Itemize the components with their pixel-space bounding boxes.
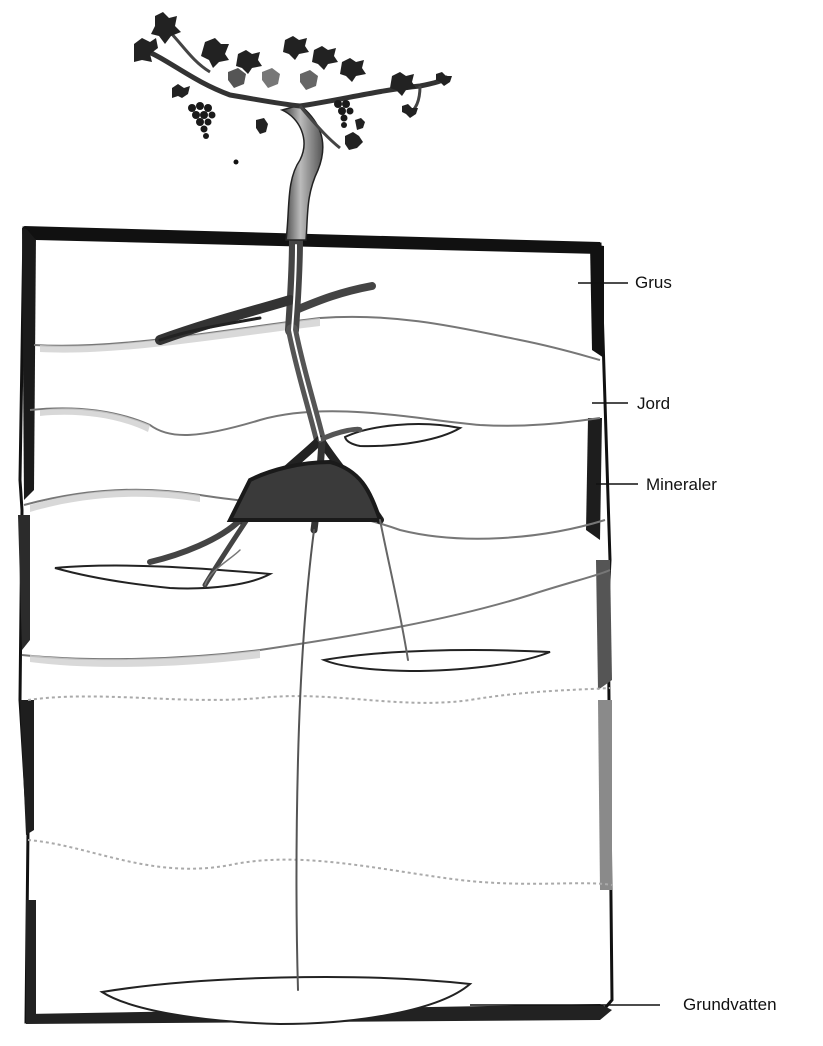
grus-label: Grus [635,273,672,292]
layer-labels: Grus Jord Mineraler Grundvatten [635,273,777,1014]
jord-label: Jord [637,394,670,413]
grundvatten-label: Grundvatten [683,995,777,1014]
grapevine-icon [134,12,452,240]
soil-block-left-edge [22,228,36,500]
soil-block-right-edge [590,244,604,358]
vine-leaves [134,12,452,150]
grape-cluster-icon [188,102,216,139]
grape-cluster-icon [334,100,354,128]
mineraler-label: Mineraler [646,475,717,494]
